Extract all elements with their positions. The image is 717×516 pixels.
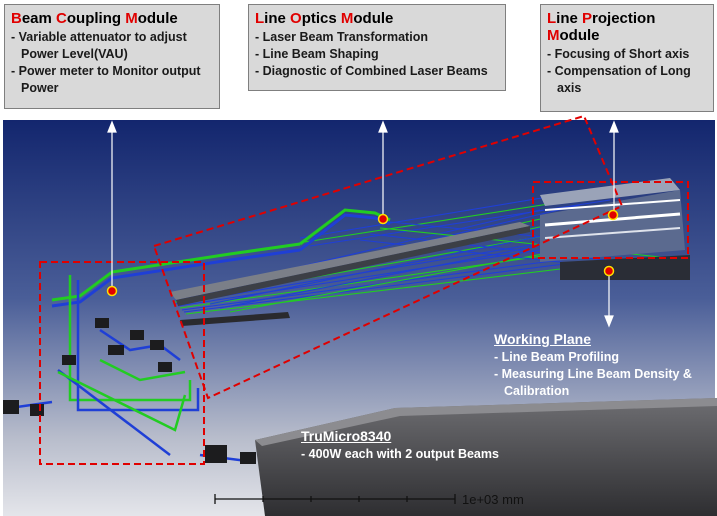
optics-rail-lower <box>176 226 530 306</box>
beam-coupling-title: Beam Coupling Module <box>11 10 213 27</box>
line-optics-callout: Line Optics Module - Laser Beam Transfor… <box>248 4 506 91</box>
marker-dots <box>106 209 619 297</box>
beam-coupling-frame <box>39 261 205 465</box>
title-part: M <box>125 10 138 27</box>
title-part: L <box>255 10 265 27</box>
working-plane-title: Working Plane <box>494 331 591 347</box>
optics-rail <box>170 222 530 300</box>
beam-coupling-marker <box>106 285 118 297</box>
scale-bar <box>214 494 456 504</box>
projection-optics <box>540 178 690 280</box>
line-projection-frame <box>532 181 689 259</box>
projection-rail <box>180 312 290 326</box>
title-part: O <box>290 10 302 27</box>
title-part: rojection <box>592 10 656 27</box>
module-frames <box>39 114 689 465</box>
line-projection-item: - Compensation of Long axis <box>547 64 691 95</box>
leader-arrows <box>107 120 619 328</box>
line-optics-item: - Laser Beam Transformation <box>255 30 428 44</box>
line-projection-callout: Line Projection Module - Focusing of Sho… <box>540 4 714 112</box>
title-part: ptics <box>301 10 341 27</box>
title-part: M <box>340 10 354 27</box>
trumicro-label: TruMicro8340 - 400W each with 2 output B… <box>301 428 541 463</box>
line-optics-item: - Line Beam Shaping <box>255 47 379 61</box>
beam-coupling-item: - Power meter to Monitor output Power <box>11 64 201 95</box>
working-plane-item: - Measuring Line Beam Density & Calibrat… <box>494 367 692 398</box>
trumicro-item: - 400W each with 2 output Beams <box>301 447 499 461</box>
title-part: odule <box>137 10 178 27</box>
beam-coupling-item: - Variable attenuator to adjust Power Le… <box>11 30 187 61</box>
line-projection-item: - Focusing of Short axis <box>547 47 690 61</box>
beam-coupling-callout: Beam Coupling Module - Variable attenuat… <box>4 4 220 109</box>
title-part: ine <box>264 10 291 27</box>
line-optics-item: - Diagnostic of Combined Laser Beams <box>255 64 488 78</box>
working-plane-label: Working Plane - Line Beam Profiling - Me… <box>494 331 714 400</box>
title-part: odule <box>559 27 600 44</box>
beam-coupling-mounts <box>3 318 256 464</box>
trumicro-title: TruMicro8340 <box>301 428 392 444</box>
line-optics-marker <box>377 213 389 225</box>
line-optics-title: Line Optics Module <box>255 10 499 27</box>
base-slab <box>255 398 717 516</box>
line-projection-title: Line Projection Module <box>547 10 707 44</box>
title-part: oupling <box>66 10 126 27</box>
scale-bar-label: 1e+03 mm <box>462 492 524 507</box>
working-plane-marker <box>603 265 615 277</box>
title-part: eam <box>21 10 57 27</box>
title-part: ine <box>556 10 583 27</box>
base-slab-top <box>255 398 717 446</box>
title-part: M <box>547 27 560 44</box>
line-optics-frame <box>152 114 624 400</box>
working-plane-item: - Line Beam Profiling <box>494 350 620 364</box>
title-part: C <box>56 10 67 27</box>
title-part: B <box>11 10 22 27</box>
title-part: L <box>547 10 557 27</box>
title-part: odule <box>353 10 394 27</box>
line-projection-marker <box>607 209 619 221</box>
title-part: P <box>582 10 593 27</box>
